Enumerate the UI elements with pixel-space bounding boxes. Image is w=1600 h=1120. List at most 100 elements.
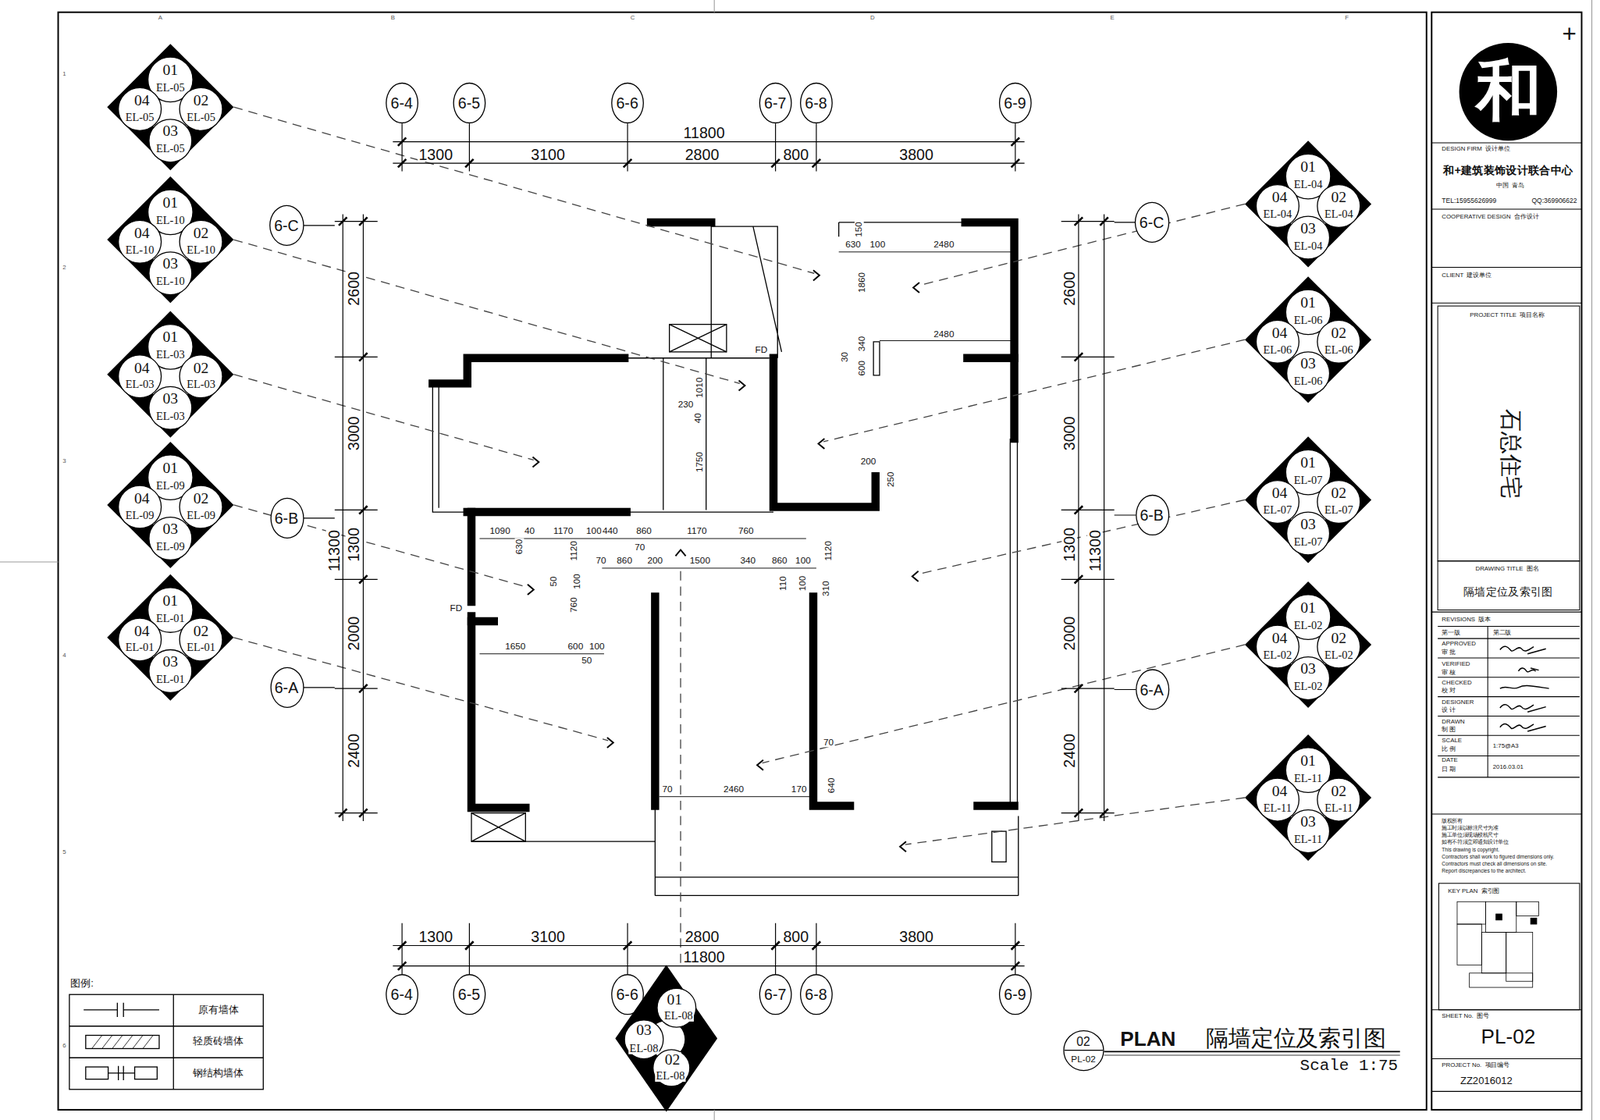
dimension-text: 150	[854, 220, 864, 239]
index-circle	[179, 87, 223, 131]
index-circle	[1287, 657, 1330, 701]
dimension-line	[302, 213, 377, 822]
dimension-text: 2480	[932, 330, 956, 340]
elevation-ref: EL-08	[663, 1009, 694, 1021]
elevation-ref: EL-05	[155, 81, 186, 93]
leader-line	[762, 203, 1245, 845]
signature	[1500, 724, 1547, 733]
annotation: Contractors shall work to figured dimens…	[1440, 854, 1555, 861]
index-diamond: 01EL-0504EL-0502EL-0503EL-05	[106, 43, 234, 171]
key-plan-box	[1438, 883, 1579, 1010]
elevation-ref: EL-11	[1262, 802, 1293, 814]
dimension-text: 40	[523, 526, 537, 537]
index-diamond: 01EL-0604EL-0602EL-0603EL-06	[1244, 276, 1372, 403]
axis-label: 6-B	[273, 510, 299, 527]
signature	[1500, 685, 1550, 689]
diamond-fill	[106, 311, 234, 438]
annotation: TEL:15955626999	[1440, 197, 1498, 204]
dimension-text: 2800	[683, 928, 720, 945]
elevation-ref: EL-03	[155, 410, 186, 422]
partition	[624, 358, 774, 512]
dimension-text: 230	[676, 400, 694, 410]
leaders	[233, 106, 1245, 963]
dimension-text: 860	[635, 526, 653, 537]
elevation-ref: EL-04	[1323, 208, 1355, 220]
axis-label: 6-C	[1138, 214, 1166, 231]
elevation-ref: EL-10	[124, 244, 155, 256]
dimension-text: 1120	[569, 540, 580, 562]
annotation: SHEET No. 图号	[1440, 1013, 1490, 1020]
elevation-ref: EL-07	[1292, 536, 1323, 548]
annotation: 和+建筑装饰设计联合中心	[1442, 164, 1575, 176]
index-circle	[149, 649, 192, 693]
annotation: PROJECT TITLE 项目名称	[1468, 312, 1546, 319]
annotation: 1:75@A3	[1491, 742, 1519, 749]
wall	[467, 508, 627, 516]
key-room	[1457, 901, 1487, 925]
dimension-text: 440	[601, 526, 619, 537]
diamond-fill	[106, 441, 234, 569]
index-circle	[118, 485, 162, 529]
annotation: 第二版	[1491, 629, 1512, 636]
dimension-text: 100	[572, 572, 583, 591]
dimension-text: 1650	[504, 642, 527, 652]
annotation: Contractors must check all dimensions on…	[1440, 861, 1548, 868]
key-plan	[1457, 901, 1540, 988]
dimension-text: 630	[515, 537, 525, 555]
axis-label: 6-9	[1002, 986, 1028, 1003]
elevation-ref: EL-04	[1292, 178, 1323, 190]
index-circle	[118, 355, 162, 399]
dimension-text: 3100	[529, 146, 566, 163]
annotation: 隔墙定位及索引图	[1462, 586, 1555, 598]
dimension-line	[1061, 213, 1136, 822]
shaft	[663, 358, 707, 511]
index-diamond: 01EL-0904EL-0902EL-0903EL-09	[106, 441, 234, 569]
elevation-ref: EL-08	[654, 1070, 686, 1082]
elevation-ref: EL-06	[1292, 314, 1323, 326]
legend-sample	[85, 1066, 109, 1080]
elevation-ref: EL-03	[185, 379, 217, 391]
index-number: 02	[192, 225, 210, 242]
annotation: 中国 青岛	[1495, 182, 1526, 189]
index-number: 01	[1299, 295, 1317, 311]
logo-glyph: 和	[1474, 59, 1542, 125]
index-diamond: 01EL-0404EL-0402EL-0403EL-04	[1244, 140, 1372, 267]
index-number: 01	[161, 195, 179, 211]
grid-reference: 5	[61, 848, 68, 855]
vent	[471, 813, 526, 843]
annotation: CHECKED	[1440, 679, 1473, 686]
grid-reference: 3	[61, 458, 68, 465]
grid-bubble: 6-B	[1134, 494, 1169, 536]
panel-line	[1431, 611, 1582, 815]
wall	[650, 218, 712, 227]
legend-text: 钢结构墙体	[192, 1067, 246, 1078]
axis-label: 6-7	[763, 95, 788, 111]
elevation-ref: EL-03	[124, 379, 155, 391]
dimension-text: 1300	[417, 928, 454, 945]
index-circle	[179, 618, 223, 662]
index-circle	[1287, 512, 1330, 555]
grid-reference: A	[156, 14, 164, 21]
dimension-text: 70	[633, 543, 647, 553]
diamond-fill	[1244, 734, 1372, 861]
index-number: 01	[665, 992, 683, 1008]
legend-sample	[85, 1035, 160, 1049]
dimension-text: 3800	[898, 928, 935, 945]
signatures	[1500, 646, 1550, 732]
elevation-ref: EL-04	[1292, 240, 1323, 252]
dimension-text: 50	[580, 656, 594, 666]
sheet-ref: PL-02	[1070, 1055, 1097, 1065]
dimension-text: 2800	[683, 146, 720, 163]
key-room	[1457, 924, 1482, 965]
diamond-fill	[1244, 436, 1372, 563]
annotation: PL-02	[1479, 1026, 1536, 1047]
index-number: 01	[1299, 455, 1317, 472]
dimension-text: 70	[661, 785, 674, 795]
grid-bubble: 6-5	[452, 82, 486, 124]
partition	[873, 341, 880, 376]
annotation: +	[1560, 21, 1578, 46]
axis-label: 6-9	[1002, 95, 1028, 111]
axis-label: 6-4	[389, 986, 414, 1003]
index-diamond: 01EL-0803EL-0802EL-08	[615, 964, 718, 1112]
